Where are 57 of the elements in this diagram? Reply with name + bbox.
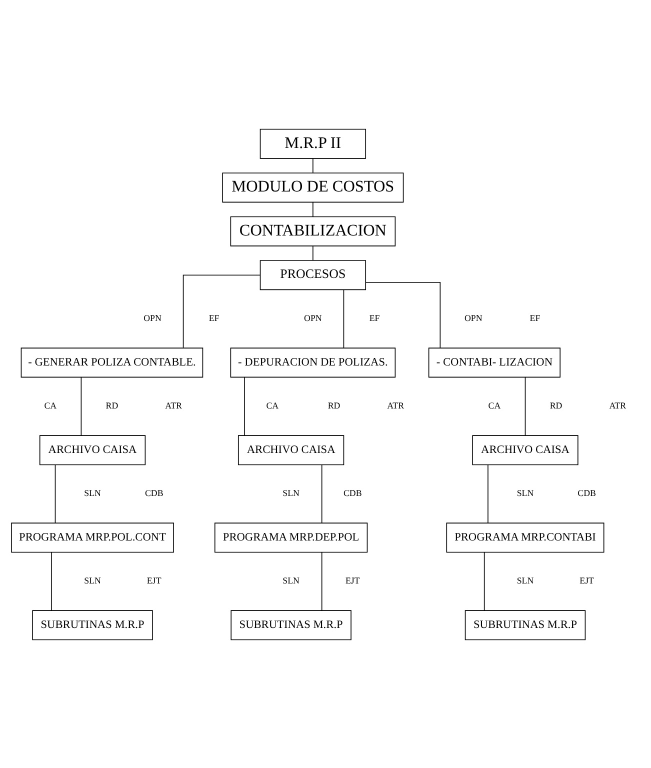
node-box: SUBRUTINAS M.R.P xyxy=(230,610,352,640)
node-box: PROGRAMA MRP.DEP.POL xyxy=(214,522,368,552)
node-box: ARCHIVO CAISA xyxy=(472,434,578,465)
node-box: M.R.P II xyxy=(260,128,366,158)
node-box: PROGRAMA MRP.CONTABI xyxy=(446,522,604,552)
label: CDB xyxy=(144,488,164,498)
node-box: ARCHIVO CAISA xyxy=(39,434,146,465)
connector xyxy=(312,202,314,216)
connector xyxy=(54,464,56,523)
node-box: SUBRUTINAS M.R.P xyxy=(32,610,153,640)
node-box: ARCHIVO CAISA xyxy=(238,434,344,465)
label: SLN xyxy=(516,488,534,498)
label: EF xyxy=(530,312,540,323)
connector xyxy=(312,245,314,260)
connector xyxy=(524,376,526,436)
node-box: CONTABILIZACION xyxy=(230,216,396,246)
connector xyxy=(80,376,82,436)
label: SLN xyxy=(84,488,101,498)
label: SLN xyxy=(282,575,300,586)
label: ATR xyxy=(387,400,404,410)
node-box: MODULO DE COSTOS xyxy=(222,172,404,202)
label: SLN xyxy=(282,488,300,498)
label: ATR xyxy=(165,400,182,410)
node-box: - DEPURACION DE POLIZAS. xyxy=(230,347,396,378)
connector xyxy=(244,376,245,436)
node-box: - GENERAR POLIZA CONTABLE. xyxy=(20,347,204,378)
label: ATR xyxy=(609,400,626,410)
connector xyxy=(51,552,52,610)
label: CA xyxy=(266,400,279,410)
label: EF xyxy=(208,312,220,323)
node-box: PROGRAMA MRP.POL.CONT xyxy=(11,522,174,552)
label: EJT xyxy=(580,575,594,586)
label: RD xyxy=(328,400,340,410)
label: CA xyxy=(488,400,501,410)
label: CDB xyxy=(343,488,362,498)
label: SLN xyxy=(84,575,101,586)
label: EJT xyxy=(345,575,360,586)
connector xyxy=(484,552,485,610)
node-box: SUBRUTINAS M.R.P xyxy=(464,610,586,640)
connector xyxy=(321,464,322,523)
label: CA xyxy=(44,400,57,410)
label: RD xyxy=(550,400,562,410)
connector xyxy=(312,158,314,173)
connector xyxy=(343,289,344,348)
label: OPN xyxy=(464,312,482,323)
connector xyxy=(365,282,441,348)
connector xyxy=(321,552,322,610)
connector xyxy=(182,274,261,348)
label: OPN xyxy=(144,312,162,323)
node-box: - CONTABI- LIZACION xyxy=(428,347,560,378)
label: CDB xyxy=(578,488,596,498)
label: EF xyxy=(369,312,380,323)
node-box: PROCESOS xyxy=(260,260,366,290)
label: RD xyxy=(106,400,118,410)
label: OPN xyxy=(304,312,322,323)
label: SLN xyxy=(516,575,534,586)
label: EJT xyxy=(146,575,162,586)
